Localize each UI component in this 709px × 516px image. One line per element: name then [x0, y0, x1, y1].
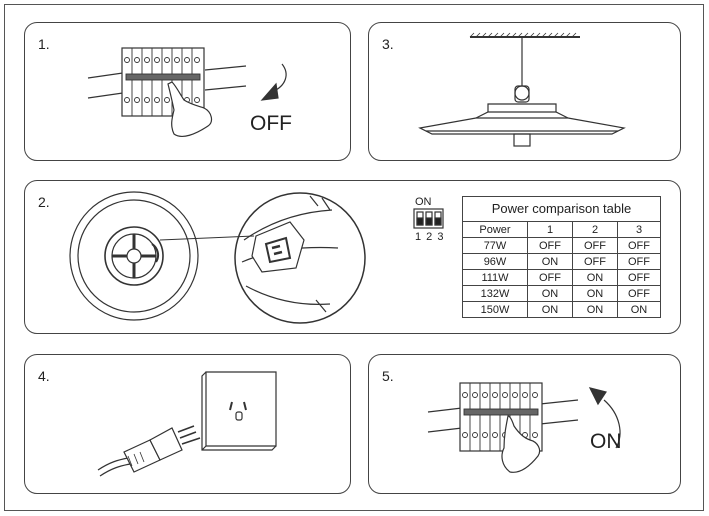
- table-title: Power comparison table: [462, 196, 661, 221]
- panel-step-4: [24, 354, 351, 494]
- table-cell: OFF: [572, 237, 618, 254]
- table-header-row: Power 1 2 3: [462, 221, 661, 238]
- dip-switch-detail-view: [234, 192, 366, 324]
- hanging-light-fixture: [418, 32, 626, 147]
- table-cell: OFF: [617, 269, 661, 286]
- table-cell: ON: [527, 285, 573, 302]
- table-cell: ON: [527, 301, 573, 318]
- fixture-top-view: [69, 191, 255, 321]
- off-label: OFF: [250, 112, 292, 135]
- table-cell: OFF: [617, 237, 661, 254]
- table-cell: 132W: [462, 285, 528, 302]
- table-row: 96W ON OFF OFF: [462, 253, 661, 270]
- header-cell: 1: [527, 221, 573, 238]
- dip-switch-legend: ON 1 2 3: [412, 196, 448, 246]
- table-row: 111W OFF ON OFF: [462, 269, 661, 286]
- panel-step-3: [368, 22, 681, 161]
- table-cell: 96W: [462, 253, 528, 270]
- table-row: 77W OFF OFF OFF: [462, 237, 661, 254]
- table-cell: 77W: [462, 237, 528, 254]
- header-cell: Power: [462, 221, 528, 238]
- table-cell: 150W: [462, 301, 528, 318]
- table-cell: ON: [527, 253, 573, 270]
- terminal-block-off: [87, 47, 247, 138]
- table-cell: OFF: [572, 253, 618, 270]
- arrow-downward-off: [260, 63, 287, 101]
- table-cell: OFF: [527, 269, 573, 286]
- wall-socket: [201, 371, 277, 451]
- terminal-block-on: [427, 382, 579, 473]
- power-comparison-table: Power comparison table Power 1 2 3 77W O…: [462, 196, 661, 318]
- step-3-number: 3.: [382, 36, 394, 52]
- outer-frame: [4, 4, 704, 511]
- table-row: 150W ON ON ON: [462, 301, 661, 318]
- table-cell: ON: [572, 301, 618, 318]
- dip-position-numbers: 1 2 3: [415, 231, 445, 243]
- table-row: 132W ON ON OFF: [462, 285, 661, 302]
- dip-on-label: ON: [415, 196, 432, 208]
- step-1-number: 1.: [38, 36, 50, 52]
- table-cell: OFF: [617, 253, 661, 270]
- on-label: ON: [590, 430, 622, 453]
- table-cell: ON: [572, 285, 618, 302]
- table-cell: 111W: [462, 269, 528, 286]
- header-cell: 2: [572, 221, 618, 238]
- step-4-number: 4.: [38, 368, 50, 384]
- step-2-number: 2.: [38, 194, 50, 210]
- table-cell: OFF: [527, 237, 573, 254]
- step-5-number: 5.: [382, 368, 394, 384]
- power-plug: [97, 425, 201, 477]
- dip-switch-icon: [413, 208, 444, 229]
- header-cell: 3: [617, 221, 661, 238]
- arrow-upward-on: [588, 387, 621, 449]
- table-cell: ON: [617, 301, 661, 318]
- panel-step-1: [24, 22, 351, 161]
- table-cell: OFF: [617, 285, 661, 302]
- table-cell: ON: [572, 269, 618, 286]
